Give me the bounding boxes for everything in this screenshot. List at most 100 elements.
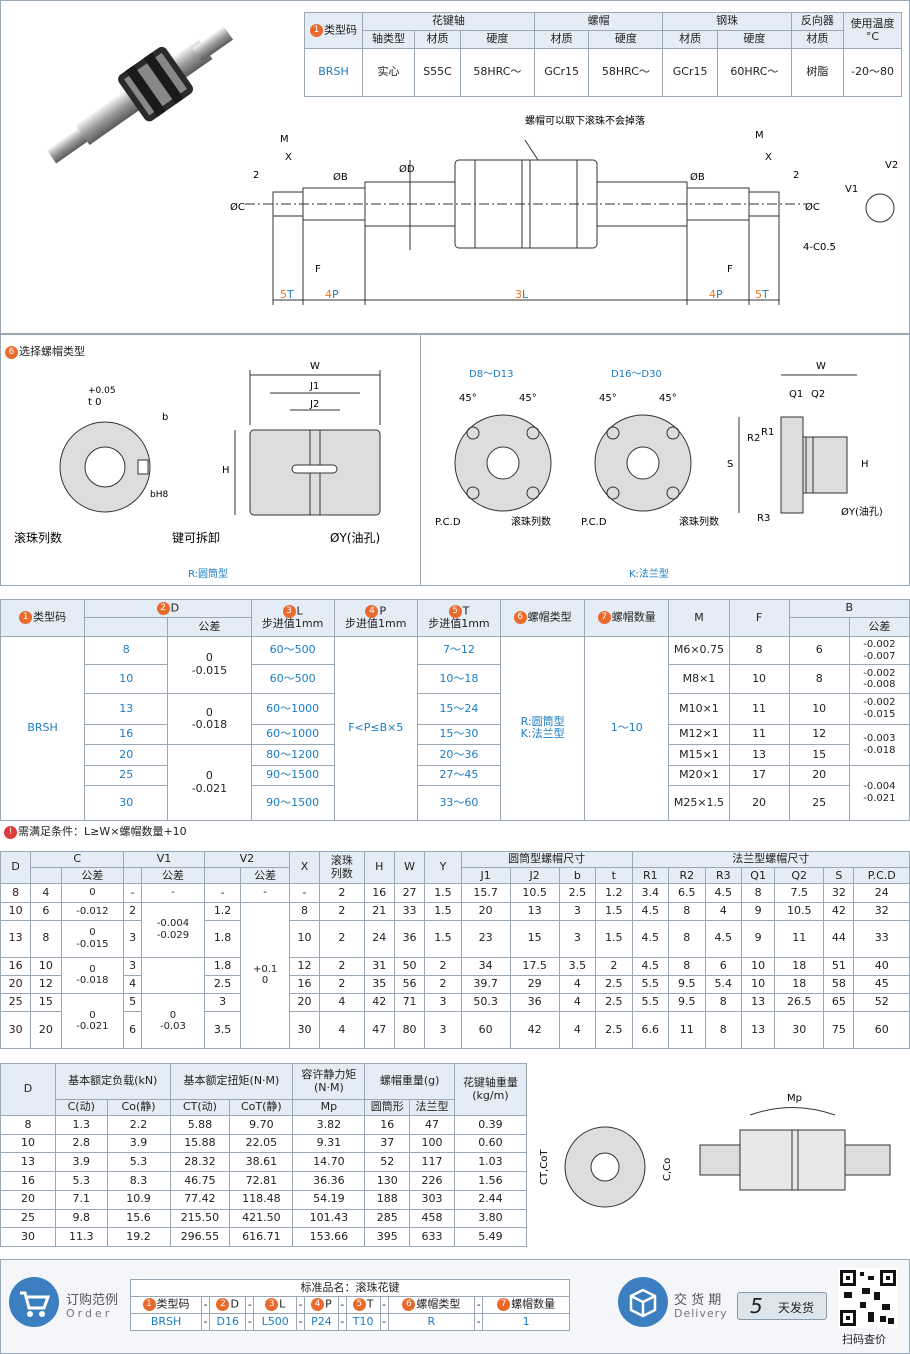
svg-text:ØC: ØC <box>805 201 820 213</box>
svg-text:45°: 45° <box>459 393 477 404</box>
mt-b: 10 <box>788 693 850 725</box>
mt-d: 8 <box>84 635 169 666</box>
svg-text:CT,CoT: CT,CoT <box>539 1149 550 1185</box>
svg-text:滚珠列数: 滚珠列数 <box>679 515 719 528</box>
svg-text:45°: 45° <box>659 393 677 404</box>
mt-l: 60～1000 <box>250 693 335 725</box>
svg-text:4P: 4P <box>325 288 339 301</box>
mt-d: 16 <box>84 723 169 746</box>
mt-m: M25×1.5 <box>668 785 730 821</box>
product-image <box>46 26 234 164</box>
svg-text:F: F <box>727 264 733 275</box>
mt-d: 10 <box>84 664 169 695</box>
mt-btol: -0.004-0.021 <box>848 764 910 822</box>
order-title: 标准品名：滚珠花键 <box>130 1279 570 1297</box>
delivery-label: 交 货 期 <box>674 1293 722 1308</box>
mt-f: 13 <box>728 744 790 766</box>
svg-text:bH8: bH8 <box>150 490 168 500</box>
qr-code[interactable] <box>838 1268 898 1328</box>
svg-text:2: 2 <box>253 170 259 181</box>
svg-text:R2: R2 <box>747 433 760 444</box>
svg-text:滚珠列数: 滚珠列数 <box>511 515 551 528</box>
svg-text:2: 2 <box>793 170 799 181</box>
svg-text:Q2: Q2 <box>811 389 825 400</box>
mt-type: BRSH <box>0 635 86 822</box>
mt-b: 6 <box>788 635 850 666</box>
mt-b: 12 <box>788 723 850 746</box>
mt-f: 10 <box>728 664 790 695</box>
svg-text:45°: 45° <box>599 393 617 404</box>
svg-text:45°: 45° <box>519 393 537 404</box>
svg-text:3L: 3L <box>515 288 529 301</box>
svg-text:P.C.D: P.C.D <box>581 517 607 528</box>
svg-text:D16～D30: D16～D30 <box>611 369 662 380</box>
svg-text:5T: 5T <box>755 288 769 301</box>
mt-t: 33～60 <box>416 785 502 821</box>
mt-f: 8 <box>728 635 790 666</box>
mt-t: 27～45 <box>416 764 502 787</box>
mt-m: M20×1 <box>668 764 730 787</box>
mt-d: 30 <box>84 785 169 821</box>
svg-text:t 0: t 0 <box>88 397 101 408</box>
svg-text:ØC: ØC <box>230 201 245 213</box>
svg-text:V2: V2 <box>885 160 898 171</box>
mt-f: 11 <box>728 693 790 725</box>
mt-dtol: 0-0.018 <box>167 693 252 746</box>
svg-text:F: F <box>315 264 321 275</box>
mt-t: 10～18 <box>416 664 502 695</box>
svg-text:4P: 4P <box>709 288 723 301</box>
mt-f: 20 <box>728 785 790 821</box>
svg-text:+0.05: +0.05 <box>88 386 116 396</box>
mt-btol: -0.003-0.018 <box>848 723 910 766</box>
svg-text:P.C.D: P.C.D <box>435 517 461 528</box>
mt-b: 25 <box>788 785 850 821</box>
svg-text:H: H <box>222 465 230 476</box>
delivery-box: 5 天发货 <box>737 1292 827 1320</box>
cylinder-nut-drawing: +0.05 t 0 b bH8 W J1 J2 H 滚珠列数 键可拆卸 ØY(油… <box>14 361 381 580</box>
mt-btol: -0.002-0.007 <box>848 635 910 666</box>
svg-text:键可拆卸: 键可拆卸 <box>172 530 220 545</box>
mt-btol: -0.002-0.008 <box>848 664 910 695</box>
mt-m: M6×0.75 <box>668 635 730 666</box>
svg-text:J1: J1 <box>309 381 319 392</box>
svg-text:ØB: ØB <box>333 171 348 183</box>
cart-icon <box>9 1277 59 1327</box>
svg-text:C,Co: C,Co <box>662 1158 673 1181</box>
svg-text:5T: 5T <box>280 288 294 301</box>
mt-dtol: 0-0.015 <box>167 635 252 695</box>
svg-text:ØY(油孔): ØY(油孔) <box>841 505 883 518</box>
order-label: 订购范例 <box>66 1293 119 1308</box>
svg-text:W: W <box>310 361 320 372</box>
mt-d: 20 <box>84 744 169 766</box>
mt-m: M15×1 <box>668 744 730 766</box>
load-figure: Mp CT,CoT C,Co <box>539 1093 891 1208</box>
qr-label: 扫码查价 <box>842 1333 886 1346</box>
svg-text:ØB: ØB <box>690 171 705 183</box>
mt-f: 11 <box>728 723 790 746</box>
mt-f: 17 <box>728 764 790 787</box>
svg-text:R:圆筒型: R:圆筒型 <box>188 567 228 580</box>
mt-m: M12×1 <box>668 723 730 746</box>
svg-text:S: S <box>727 459 733 470</box>
svg-text:ØD: ØD <box>399 163 415 175</box>
svg-text:J2: J2 <box>309 399 319 410</box>
svg-text:Q1: Q1 <box>789 389 803 400</box>
mt-btol: -0.002-0.015 <box>848 693 910 725</box>
